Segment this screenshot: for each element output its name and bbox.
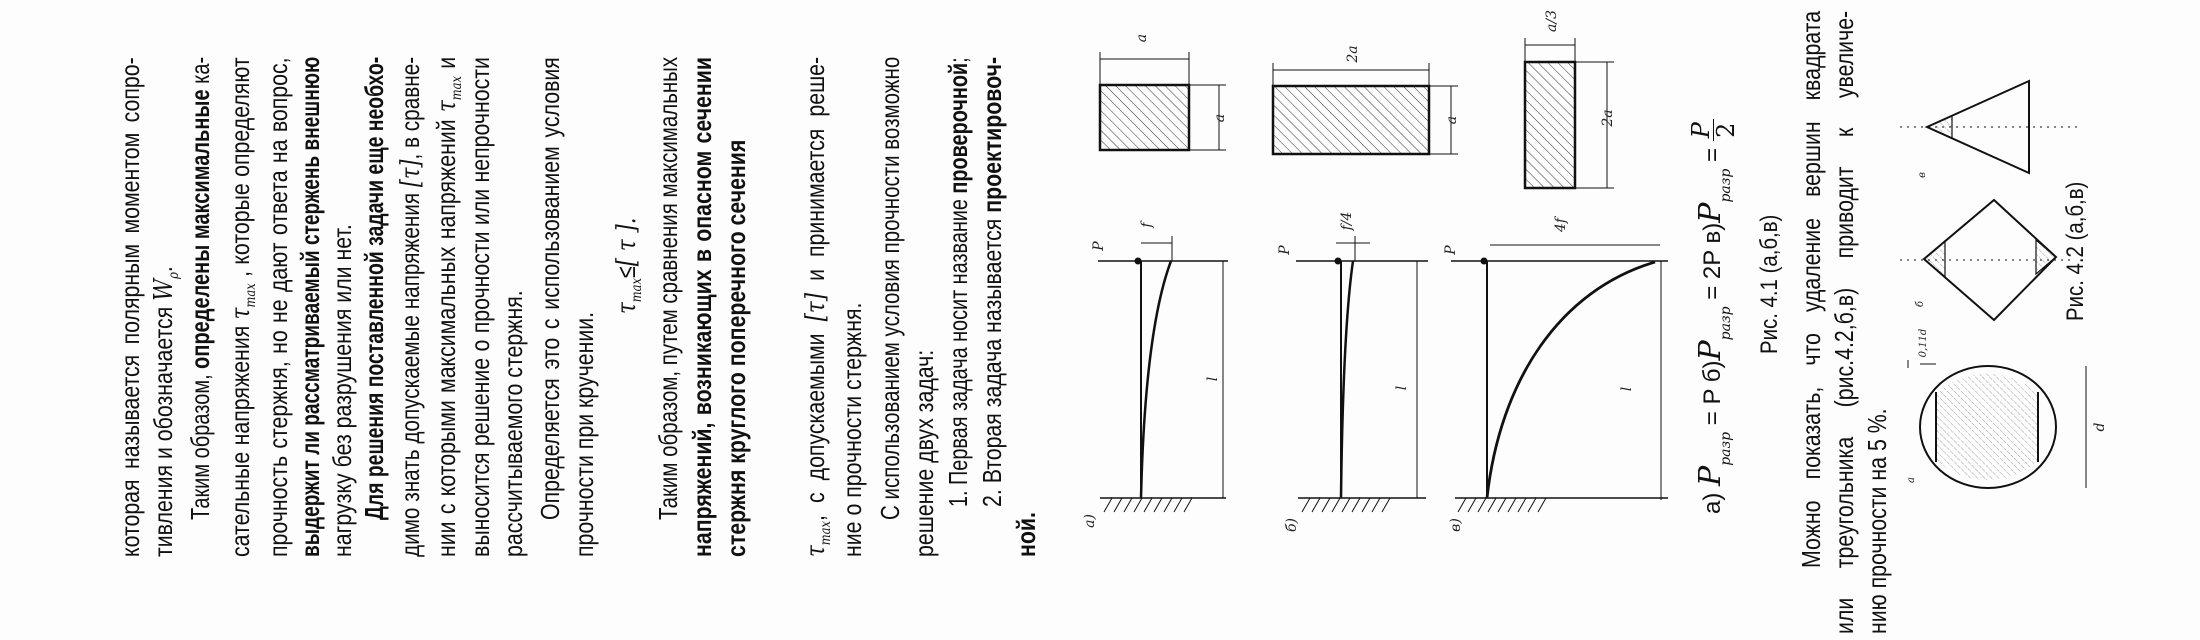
dim-label: 0,11d (1918, 329, 1929, 358)
dim-label: a/3 (1544, 10, 1560, 32)
deflection-label: f (1139, 220, 1155, 229)
dim-label: d (2092, 422, 2108, 431)
triangle-section (1900, 79, 2080, 175)
cantilever-beam-a (1098, 236, 1228, 513)
subfigure-tag: а (1906, 477, 1917, 483)
subfigure-tag: а) (1082, 514, 1098, 528)
circle-section-with-flats (1907, 360, 2087, 489)
force-label: P (1443, 245, 1459, 256)
cross-section-narrow-rectangle (1523, 38, 1614, 190)
deflection-label: 4f (1553, 215, 1569, 233)
cross-section-square (1098, 52, 1226, 152)
length-label: l (1619, 387, 1635, 391)
length-label: l (1394, 386, 1410, 390)
deflection-label: f/4 (1339, 212, 1355, 232)
subfigure-tag: б) (1284, 518, 1300, 532)
dim-label: 2a (1600, 109, 1616, 127)
force-label: P (1277, 245, 1293, 256)
force-label: P (1091, 241, 1107, 252)
subfigure-tag: в (1917, 172, 1928, 178)
dim-label: a (1444, 116, 1460, 124)
cantilever-beam-c (1451, 244, 1668, 513)
cross-section-wide-rectangle (1271, 63, 1458, 156)
diamond-section (1900, 198, 2070, 322)
cantilever-beam-b (1296, 236, 1428, 513)
dim-label: 2a (1345, 45, 1361, 63)
dim-label: a (1212, 114, 1228, 122)
length-label: l (1205, 377, 1221, 381)
dim-label: a (1134, 34, 1150, 42)
subfigure-tag: в) (1448, 518, 1464, 532)
subfigure-tag: б (1915, 300, 1926, 307)
